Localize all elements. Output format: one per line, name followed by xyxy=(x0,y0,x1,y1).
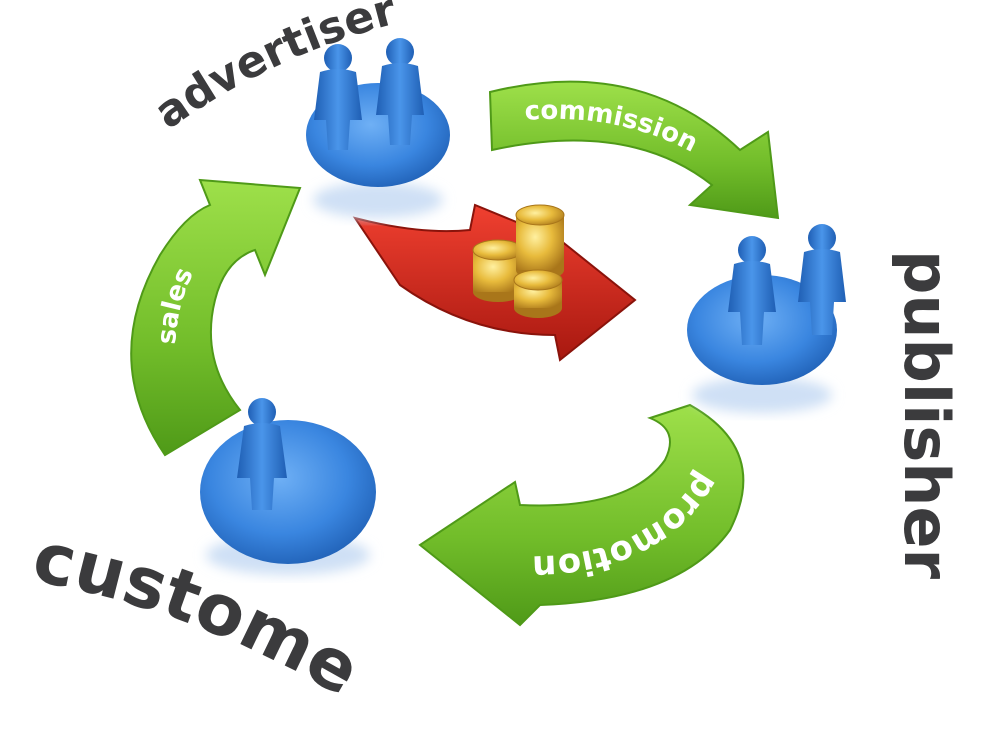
coin-stack-left xyxy=(472,239,524,302)
customer-person xyxy=(237,398,287,510)
commission-arrow: commission xyxy=(488,80,780,220)
advertiser-person-2 xyxy=(376,38,424,145)
publisher-label: publisher xyxy=(890,250,963,579)
advertiser-person-1 xyxy=(314,44,362,150)
sales-arrow: sales xyxy=(130,178,302,457)
publisher-person-1 xyxy=(728,236,776,345)
publisher-person-2 xyxy=(798,224,846,335)
customer-node xyxy=(200,398,376,575)
coin-stack-front xyxy=(513,269,563,318)
advertiser-node xyxy=(306,38,450,218)
coin-stacks xyxy=(472,204,565,318)
coin-stack-tall xyxy=(515,204,565,280)
publisher-node xyxy=(687,224,846,413)
promotion-arrow: promotion xyxy=(418,403,745,627)
